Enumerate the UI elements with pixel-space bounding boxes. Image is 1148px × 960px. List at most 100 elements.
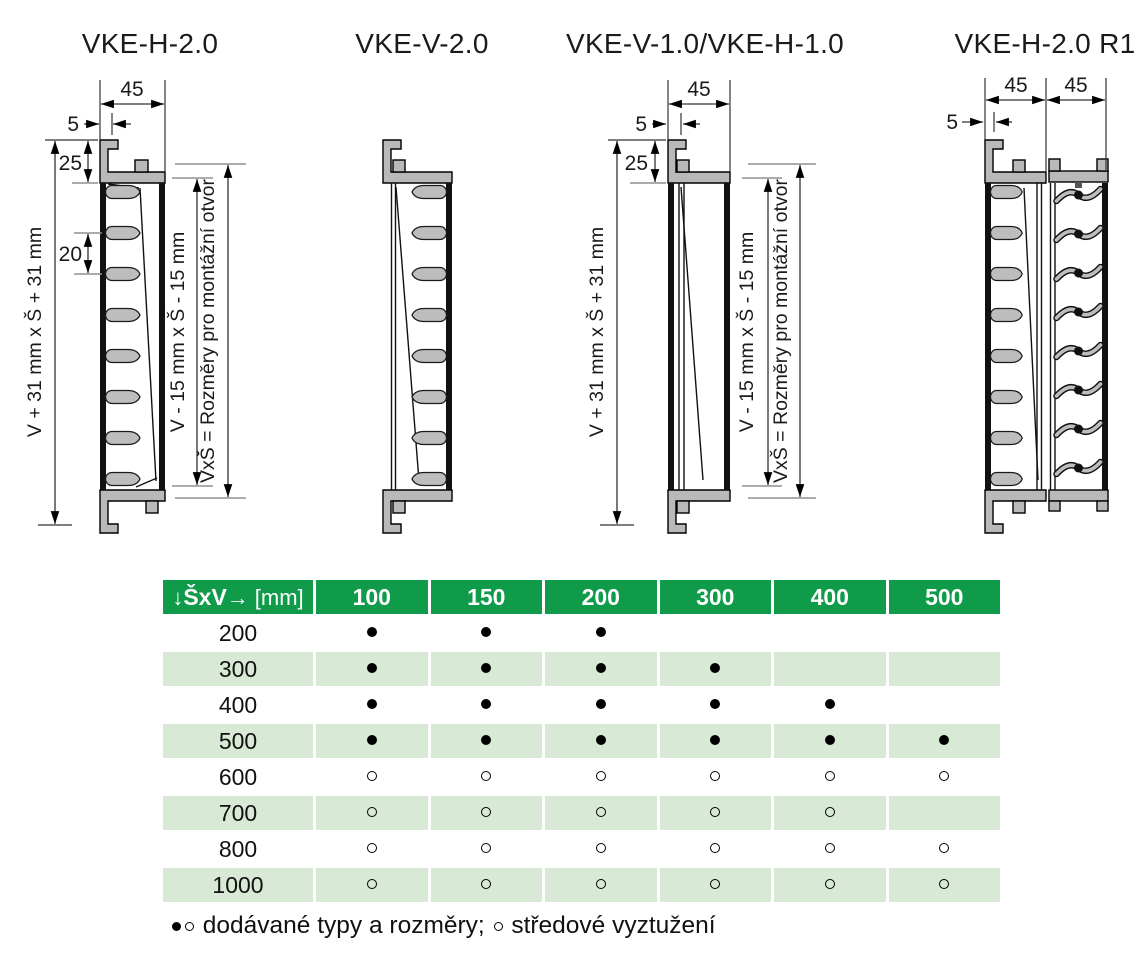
dot-open-icon <box>939 843 950 853</box>
profile-section <box>382 139 453 534</box>
damper-blade-icon <box>1057 423 1101 435</box>
damper-pivot <box>1075 182 1082 188</box>
mount-opening-label: VxŠ = Rozměry pro montážní otvor <box>769 179 792 483</box>
size-cell <box>430 832 542 866</box>
drawing-vke-10: 45 5 25 V + 31 mm x Š + 31 mm V - 15 mm … <box>585 78 816 534</box>
dot-open-icon <box>939 771 950 781</box>
dot-open-icon <box>824 879 835 889</box>
slat-icon <box>989 184 1023 200</box>
slat-icon <box>989 225 1023 241</box>
size-cell <box>774 688 886 722</box>
size-cell <box>659 796 771 830</box>
size-cell <box>430 652 542 686</box>
table-row: 300 <box>163 652 1000 686</box>
row-label: 400 <box>163 688 313 722</box>
slat-icon <box>411 184 448 200</box>
dim-offset-label: 5 <box>946 111 958 134</box>
table-col-header: 100 <box>316 580 428 614</box>
horizontal-slats <box>411 184 448 487</box>
size-cell <box>659 688 771 722</box>
size-cell <box>545 832 657 866</box>
dim-offset-label: 5 <box>67 113 79 136</box>
dot-filled-icon <box>481 627 492 637</box>
dot-filled-icon <box>710 699 721 709</box>
dim-top-label: 25 <box>625 152 648 175</box>
dot-filled-icon <box>824 699 835 709</box>
size-cell <box>888 868 1000 902</box>
damper-blade-icon <box>1057 384 1101 396</box>
row-label: 200 <box>163 616 313 650</box>
size-cell <box>888 724 1000 758</box>
dot-open-icon <box>824 807 835 817</box>
slat-icon <box>989 307 1023 323</box>
drawing-vke-v-20 <box>382 139 453 534</box>
size-cell <box>316 724 428 758</box>
slat-icon <box>104 348 141 364</box>
slat-icon <box>104 266 141 282</box>
dot-open-icon <box>481 843 492 853</box>
duct-size-label: V - 15 mm x Š - 15 mm <box>735 232 758 432</box>
slat-icon <box>411 471 448 487</box>
size-cell <box>774 868 886 902</box>
technical-drawings: 45 5 25 20 V + 31 mm x Š + 31 mm V <box>23 74 1109 534</box>
size-cell <box>316 652 428 686</box>
row-label: 1000 <box>163 868 313 902</box>
horizontal-slats <box>989 184 1023 487</box>
dot-open-icon <box>824 771 835 781</box>
drawing-title-vke-h-20-r1: VKE-H-2.0 R1 <box>954 28 1136 59</box>
size-cell <box>545 616 657 650</box>
dot-open-icon <box>595 771 606 781</box>
legend-reinforce-text: středové vyztužení <box>504 912 716 939</box>
damper-blade-icon <box>1057 228 1101 240</box>
table-row: 1000 <box>163 868 1000 902</box>
legend-supplied-text: dodávané typy a rozměry; <box>196 912 492 939</box>
dimensions: 45 5 25 V + 31 mm x Š + 31 mm V - 15 mm … <box>585 78 816 526</box>
size-cell <box>430 868 542 902</box>
size-cell <box>659 832 771 866</box>
drawing-title-vke-h-20: VKE-H-2.0 <box>81 28 219 59</box>
row-label: 600 <box>163 760 313 794</box>
dim-offset-label: 5 <box>635 113 647 136</box>
dimensions: 45 45 5 <box>946 74 1107 171</box>
dot-open-icon <box>493 921 503 931</box>
dot-open-icon <box>595 843 606 853</box>
size-cell <box>316 832 428 866</box>
drawing-title-vke-10: VKE-V-1.0/VKE-H-1.0 <box>565 28 845 59</box>
size-cell <box>545 760 657 794</box>
dot-filled-icon <box>366 735 377 745</box>
size-cell <box>316 688 428 722</box>
slat-icon <box>411 348 448 364</box>
slat-icon <box>989 266 1023 282</box>
overall-size-label: V + 31 mm x Š + 31 mm <box>585 227 608 437</box>
slat-icon <box>989 430 1023 446</box>
duct-size-label: V - 15 mm x Š - 15 mm <box>166 232 189 432</box>
dim-width-label: 45 <box>120 78 143 101</box>
size-cell <box>430 760 542 794</box>
size-cell <box>659 616 771 650</box>
drawing-vke-h-20-r1: 45 45 5 <box>946 74 1109 534</box>
table-col-header: 500 <box>888 580 1000 614</box>
dot-open-icon <box>366 807 377 817</box>
dim-top-label: 25 <box>59 152 82 175</box>
table-corner-header: ↓ŠxV→[mm] <box>163 580 313 614</box>
slat-icon <box>104 307 141 323</box>
dot-filled-icon <box>824 735 835 745</box>
dot-filled-icon <box>595 699 606 709</box>
dot-filled-icon <box>595 663 606 673</box>
dot-filled-icon <box>710 735 721 745</box>
size-cell <box>430 796 542 830</box>
size-cell <box>774 796 886 830</box>
size-cell <box>774 652 886 686</box>
size-cell <box>774 616 886 650</box>
size-cell <box>430 616 542 650</box>
table-legend: dodávané typy a rozměry; středové vyztuž… <box>172 912 716 940</box>
dim-width-right-label: 45 <box>1064 74 1087 97</box>
size-cell <box>659 652 771 686</box>
size-cell <box>316 796 428 830</box>
slat-icon <box>989 348 1023 364</box>
dot-filled-icon <box>939 735 950 745</box>
dot-open-icon <box>366 843 377 853</box>
size-cell <box>545 724 657 758</box>
